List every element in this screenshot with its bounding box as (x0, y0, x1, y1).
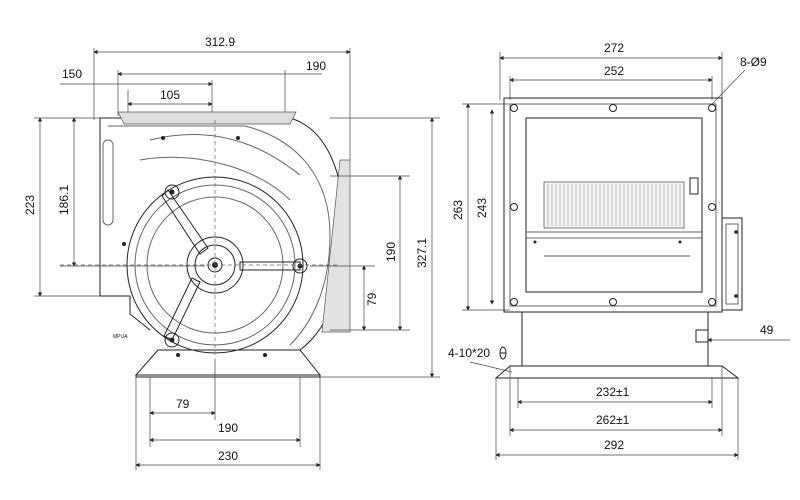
spoke-arms (161, 189, 301, 341)
holes-leader (711, 69, 746, 105)
dim-190-right: 190 (384, 242, 398, 262)
dim-190-top: 190 (306, 59, 326, 73)
motor-side-box (721, 217, 743, 311)
dim-186-1: 186.1 (57, 185, 71, 215)
dim-49: 49 (760, 323, 774, 337)
dim-230: 230 (218, 449, 238, 463)
bolt-bottom (164, 332, 180, 348)
mounting-slot (102, 139, 114, 226)
small-label: MPUA (113, 334, 128, 340)
housing-lower (521, 311, 709, 367)
dim-79-right: 79 (365, 292, 379, 306)
dim-272: 272 (604, 41, 624, 55)
dim-243: 243 (475, 198, 489, 218)
dim-252: 252 (604, 64, 624, 78)
bolt-top (164, 184, 180, 200)
dim-150: 150 (62, 67, 82, 81)
top-flange (117, 111, 297, 125)
dim-223: 223 (23, 195, 37, 215)
dim-105: 105 (160, 88, 180, 102)
bolt-right (292, 258, 308, 274)
housing-scroll (100, 117, 346, 351)
outlet-opening (525, 117, 703, 293)
dim-292: 292 (604, 438, 624, 452)
dim-312-9: 312.9 (205, 35, 235, 49)
dim-232: 232±1 (596, 385, 630, 399)
flange-holes (510, 104, 716, 306)
dim-190-bottom: 190 (218, 421, 238, 435)
outlet-flange (321, 159, 351, 333)
dim-8-holes: 8-Ø9 (740, 55, 767, 69)
dim-327-1: 327.1 (415, 238, 429, 268)
base-plate (494, 365, 740, 379)
housing-outline-left (99, 118, 151, 331)
slots-leader (469, 361, 513, 373)
dim-4-slots: 4-10*20 (448, 346, 490, 360)
left-view: MPUA 312.9 150 190 105 223 186.1 190 79 … (23, 35, 440, 470)
impeller-blades (543, 181, 685, 229)
right-view: 272 252 8-Ø9 263 243 49 4-10*20 232±1 26… (448, 41, 790, 460)
dim-263: 263 (451, 200, 465, 220)
dim-79-bottom: 79 (176, 397, 190, 411)
base-foot (134, 349, 322, 376)
dim-262: 262±1 (596, 413, 630, 427)
